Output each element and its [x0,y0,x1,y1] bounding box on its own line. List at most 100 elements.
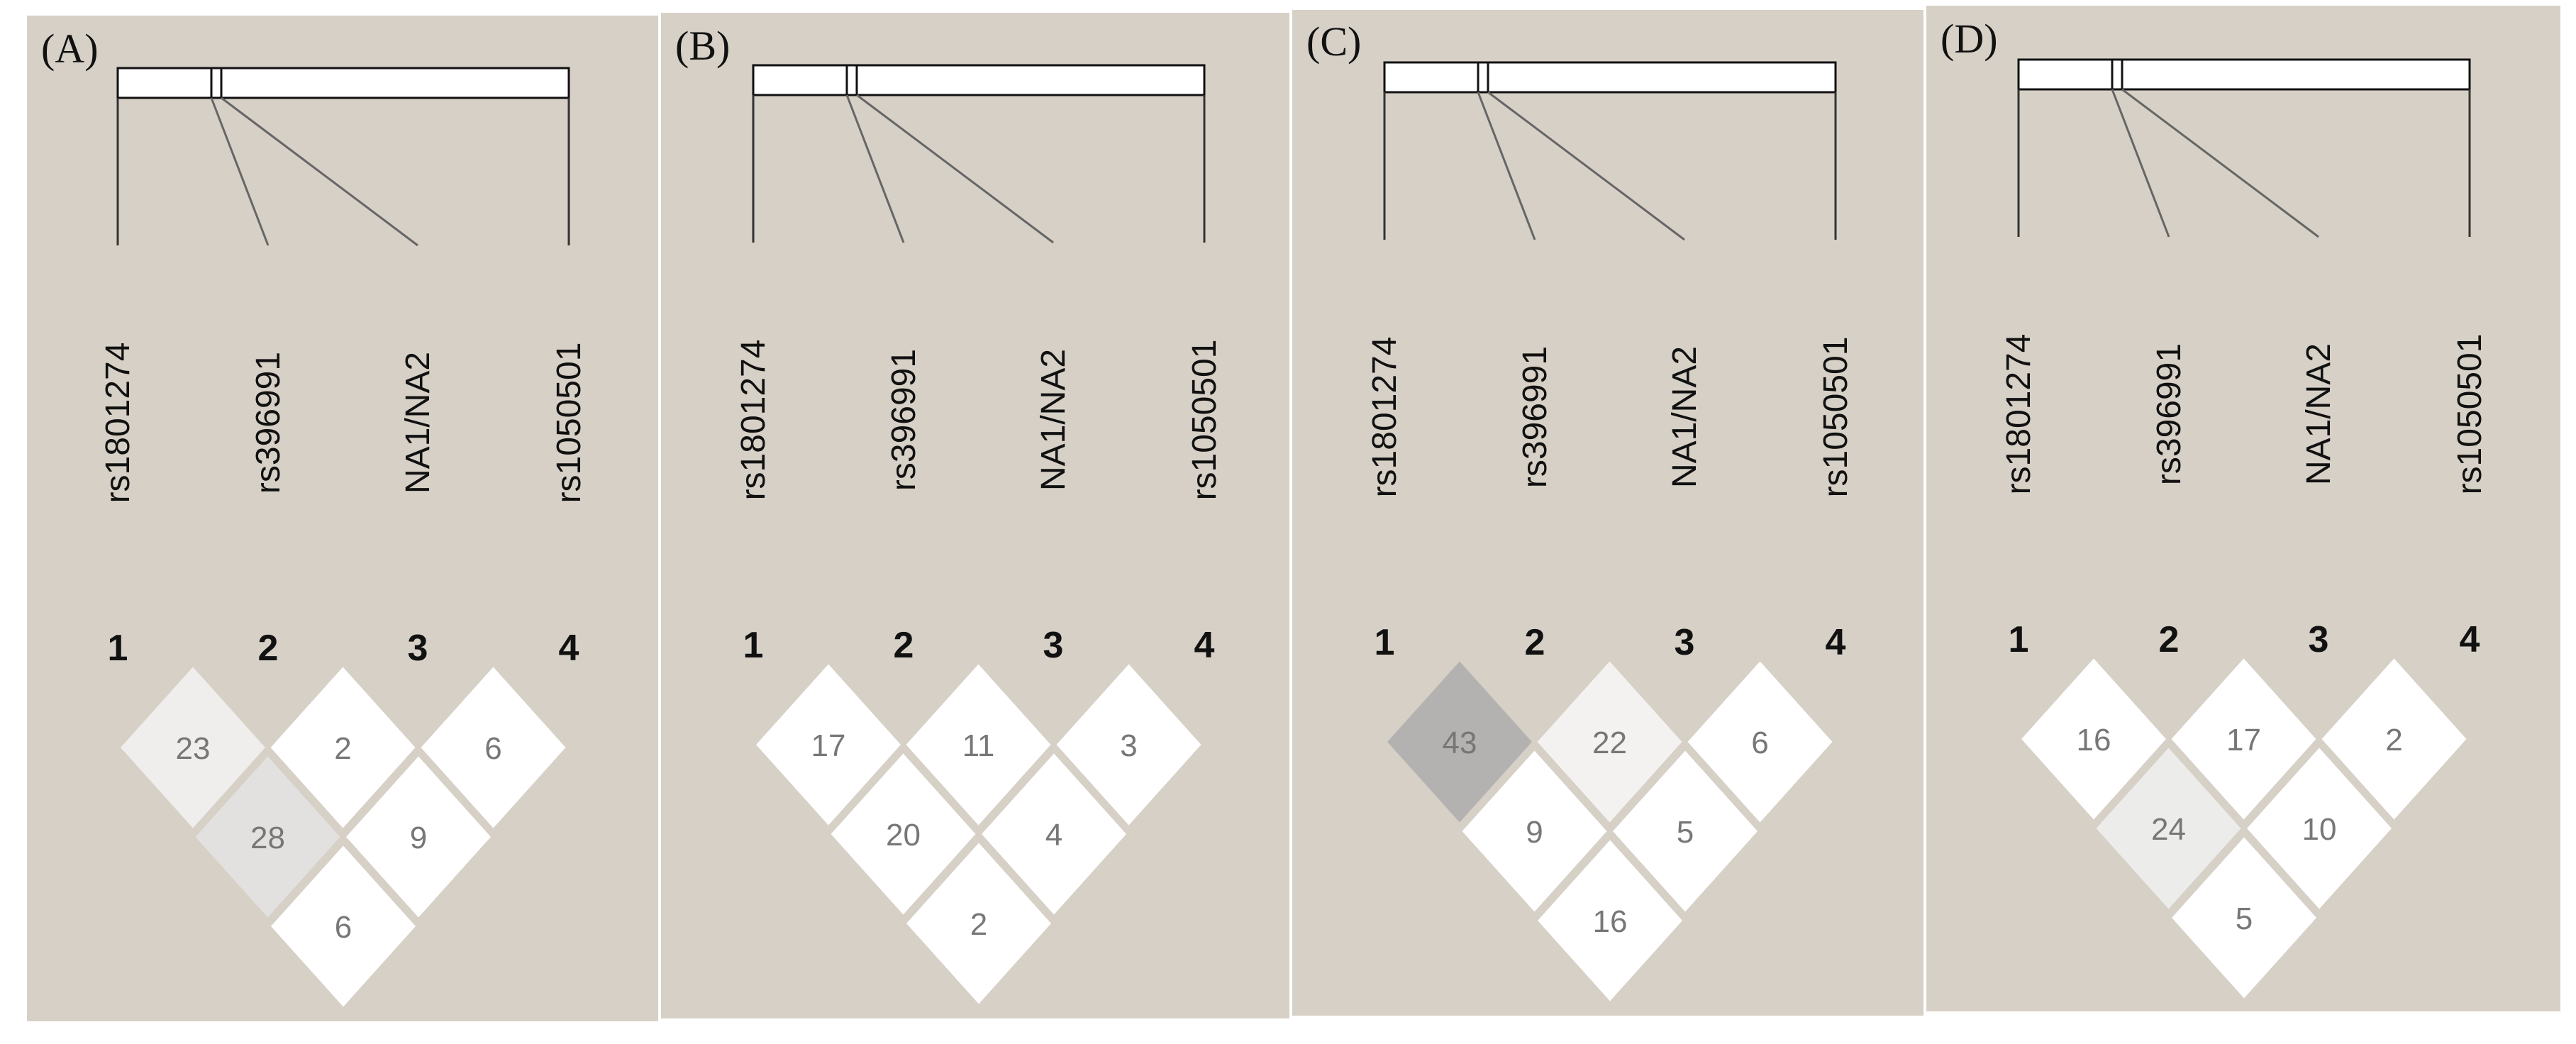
ld-value: 17 [811,728,846,763]
marker-number: 3 [2309,619,2329,660]
gene-bar [2017,58,2471,91]
snp-name-label: rs1801274 [2000,334,2038,495]
ld-cell [2165,652,2322,826]
ld-value: 10 [2302,812,2337,847]
ld-cell [415,660,572,835]
snp-name-label: rs396991 [1516,346,1554,488]
marker-number: 4 [559,628,579,669]
marker-number: 4 [1826,622,1846,663]
ld-panel: (B) rs1801274 rs396991 NA1/NA2 rs1050501 1 2 3 4… [661,13,1289,1018]
snp-name-label: rs1050501 [1817,337,1855,498]
ld-cell [1381,655,1538,829]
ld-value: 2 [2385,723,2402,757]
ld-value: 2 [970,907,987,942]
marker-number: 3 [1675,622,1695,663]
ld-value: 5 [1677,815,1694,850]
ld-cell [1456,744,1613,918]
ld-value: 6 [484,731,501,766]
gene-bar [116,67,570,99]
snp-connector-line [845,94,905,243]
snp-name-label: rs1801274 [99,343,137,504]
snp-name-label: NA1/NA2 [1666,346,1704,488]
snp-name-label: NA1/NA2 [399,352,437,494]
snp-name-label: rs396991 [2150,343,2188,485]
marker-number: 2 [1525,622,1545,663]
ld-cell [900,657,1057,832]
ld-cell [1050,657,1207,832]
panel-label: (A) [41,26,99,72]
ld-value: 16 [1593,904,1628,939]
ld-cell [825,747,982,921]
marker-number: 2 [894,625,914,666]
ld-cell [2316,652,2472,826]
panel-label: (B) [675,23,731,69]
ld-cell [750,657,907,832]
ld-plot-svg: rs1801274 rs396991 NA1/NA2 rs1050501 1 2 3 4 17 1… [735,64,1223,1011]
snp-name-label: rs1050501 [2451,334,2489,495]
ld-value: 20 [886,818,921,853]
snp-connector-line [1477,91,1536,240]
ld-plot-svg: rs1801274 rs396991 NA1/NA2 rs1050501 1 2 3 4 43 2… [1366,61,1855,1008]
ld-cell [2165,831,2323,1005]
marker-number: 3 [1043,625,1064,666]
ld-cell [265,660,421,835]
ld-cell [900,836,1057,1011]
ld-value: 6 [335,910,352,945]
ld-value: 9 [410,821,427,855]
ld-value: 43 [1443,726,1477,760]
ld-cell [2241,741,2398,916]
gene-bar [1383,61,1837,94]
ld-value: 17 [2226,723,2261,757]
snp-name-label: rs396991 [885,349,923,491]
snp-name-label: rs1801274 [1366,337,1404,498]
ld-cell [2015,652,2172,826]
ld-value: 24 [2151,812,2186,847]
ld-value: 2 [334,731,351,766]
marker-number: 1 [1375,622,1395,663]
ld-cell [114,660,272,835]
ld-value: 23 [176,731,211,766]
snp-name-label: rs396991 [250,352,287,494]
gene-bar [752,64,1206,96]
snp-name-label: rs1801274 [735,340,772,501]
snp-connector-line [2121,88,2319,238]
snp-connector-line [210,97,270,246]
ld-value: 4 [1045,818,1062,853]
snp-connector-line [856,94,1054,244]
ld-value: 3 [1120,728,1137,763]
ld-value: 5 [2236,901,2253,936]
ld-value: 6 [1751,726,1768,760]
marker-number: 2 [2159,619,2180,660]
snp-connector-line [221,96,418,247]
snp-name-label: NA1/NA2 [1035,349,1072,491]
marker-number: 1 [743,625,764,666]
ld-cell [975,747,1133,921]
ld-cell [265,839,422,1014]
marker-number: 3 [408,628,428,669]
ld-value: 16 [2077,723,2111,757]
snp-connector-line [1487,91,1685,241]
ld-value: 11 [962,728,995,763]
snp-connector-line [2111,89,2170,238]
ld-cell [189,750,346,924]
marker-number: 1 [108,628,128,669]
ld-cell [1682,655,1838,829]
ld-value: 9 [1526,815,1543,850]
marker-number: 1 [2009,619,2029,660]
marker-number: 4 [1194,625,1215,666]
marker-number: 4 [2460,619,2480,660]
ld-cell [2090,741,2247,916]
ld-cell [1606,744,1764,918]
marker-number: 2 [258,628,279,669]
panel-label: (C) [1306,18,1362,65]
ld-panel: (C) rs1801274 rs396991 NA1/NA2 rs1050501 1 2 3 4… [1292,10,1923,1016]
ld-cell [1531,655,1688,829]
ld-cell [340,750,497,924]
snp-name-label: rs1050501 [1186,340,1223,501]
ld-value: 28 [250,821,285,855]
ld-value: 22 [1592,726,1627,760]
